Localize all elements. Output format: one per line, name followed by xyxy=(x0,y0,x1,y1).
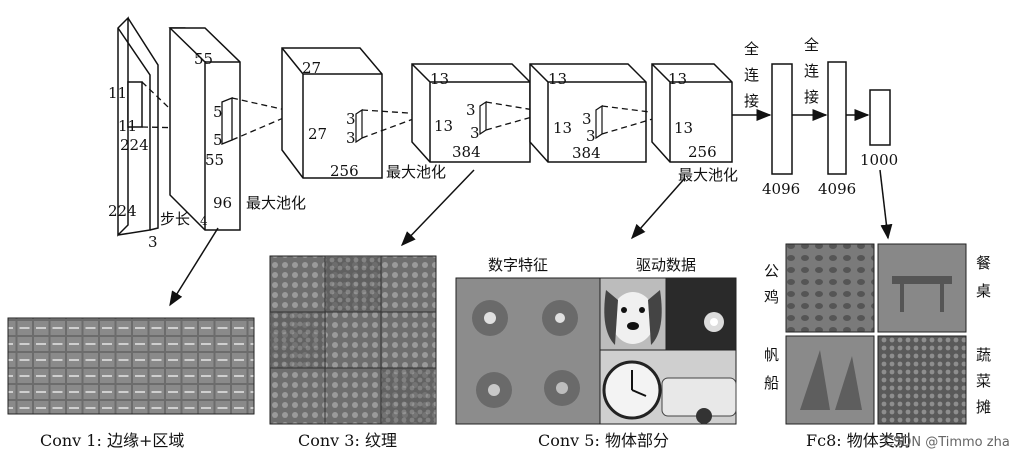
fc7-units-label: 4096 xyxy=(818,180,856,198)
conv5-header-data: 驱动数据 xyxy=(636,256,696,274)
input-depth-label: 3 xyxy=(148,233,158,251)
conv5-dim2-label: 13 xyxy=(674,119,693,137)
conv4-kernel-label-1: 3 xyxy=(582,110,592,128)
fc8-class-panel: 公 鸡 餐 桌 帆 船 蔬 菜 摊 Fc8: 物体类别 xyxy=(764,243,991,450)
arrow-to-conv5-panel xyxy=(631,177,686,240)
fc6-units-label: 4096 xyxy=(762,180,800,198)
conv3-dim-label: 13 xyxy=(430,70,449,88)
conv2-depth-label: 256 xyxy=(330,162,359,180)
fc8-label-table-1: 餐 xyxy=(976,254,991,272)
arrow-to-conv3-panel xyxy=(400,169,475,247)
conv2-kernel-label-2: 3 xyxy=(346,129,356,147)
conv1-kernel-label-2: 5 xyxy=(213,131,223,149)
fc8-label-sailboat-1: 帆 xyxy=(764,346,779,364)
input-kernel xyxy=(127,81,143,128)
input-kernel-label-top: 11 xyxy=(108,84,127,102)
input-width-label: 224 xyxy=(120,136,149,154)
conv3-depth-label: 384 xyxy=(452,143,481,161)
fc8-label-sailboat-2: 船 xyxy=(764,374,779,392)
fc8-caption: Fc8: 物体类别 xyxy=(806,431,911,450)
fc8-label-veg-2: 菜 xyxy=(976,372,991,390)
conv3-dim2-label: 13 xyxy=(434,117,453,135)
input-kernel-label-mid: 11 xyxy=(118,117,137,135)
conv5-volume: 13 13 256 最大池化 xyxy=(651,63,772,184)
conv1-kernel-label-1: 5 xyxy=(213,103,223,121)
fc7-block xyxy=(827,61,847,175)
conv4-dim2-label: 13 xyxy=(553,119,572,137)
watermark: CSDN @Timmo zhang xyxy=(884,435,1010,450)
headlight-image xyxy=(665,277,737,351)
conv1-filter-panel: Conv 1: 边缘+区域 xyxy=(7,317,255,450)
stride-value: 4 xyxy=(200,214,208,228)
conv2-volume: 27 27 3 3 256 最大池化 xyxy=(281,47,446,181)
fc6-label: 全连接 xyxy=(744,40,759,110)
conv3-caption: Conv 3: 纹理 xyxy=(298,431,397,450)
conv1-dim-label: 55 xyxy=(194,50,213,68)
conv3-texture-panel: Conv 3: 纹理 xyxy=(269,255,437,450)
fc7-label: 全连接 xyxy=(804,36,819,106)
conv2-kernel-label-1: 3 xyxy=(346,110,356,128)
conv4-dim-label: 13 xyxy=(548,70,567,88)
conv4-volume: 13 13 3 3 384 xyxy=(529,63,668,163)
fc8-label-rooster-1: 公 xyxy=(764,262,779,280)
conv5-depth-label: 256 xyxy=(688,143,717,161)
conv1-depth-label: 96 xyxy=(213,194,232,212)
input-volume: 11 11 224 224 3 xyxy=(108,16,192,251)
fc8-units-label: 1000 xyxy=(860,151,898,169)
arrow-to-fc8-panel xyxy=(879,169,893,240)
conv5-parts-panel: 数字特征 驱动数据 Conv 5: 物体部分 xyxy=(455,256,737,450)
conv5-header-features: 数字特征 xyxy=(488,256,548,274)
pool1-label: 最大池化 xyxy=(246,194,306,212)
conv2-dim-label: 27 xyxy=(302,59,321,77)
conv4-depth-label: 384 xyxy=(572,144,601,162)
pool5-label: 最大池化 xyxy=(678,166,738,184)
conv4-kernel-label-2: 3 xyxy=(586,127,596,145)
conv2-dim2-label: 27 xyxy=(308,125,327,143)
pool2-label: 最大池化 xyxy=(386,163,446,181)
fc8-block xyxy=(869,89,891,146)
conv1-caption: Conv 1: 边缘+区域 xyxy=(40,431,184,450)
conv1-dim2-label: 55 xyxy=(205,151,224,169)
fc8-label-rooster-2: 鸡 xyxy=(764,288,779,306)
fc8-label-veg-3: 摊 xyxy=(976,398,991,416)
fc8-label-veg-1: 蔬 xyxy=(976,346,991,364)
stride-label: 步长 xyxy=(160,210,190,228)
conv5-dim-label: 13 xyxy=(668,70,687,88)
input-height-label: 224 xyxy=(108,202,137,220)
conv5-caption: Conv 5: 物体部分 xyxy=(538,431,669,450)
fc-layers: 全连接 4096 全连接 4096 1000 xyxy=(744,36,898,198)
conv3-kernel-label-1: 3 xyxy=(466,101,476,119)
conv1-volume: 55 5 5 55 96 最大池化 步长 4 xyxy=(160,27,306,231)
arrow-to-conv1-panel xyxy=(169,227,219,307)
fc8-label-table-2: 桌 xyxy=(976,282,991,300)
fc6-block xyxy=(771,63,793,175)
conv3-volume: 13 13 3 3 384 xyxy=(411,63,548,163)
conv3-kernel-label-2: 3 xyxy=(470,124,480,142)
